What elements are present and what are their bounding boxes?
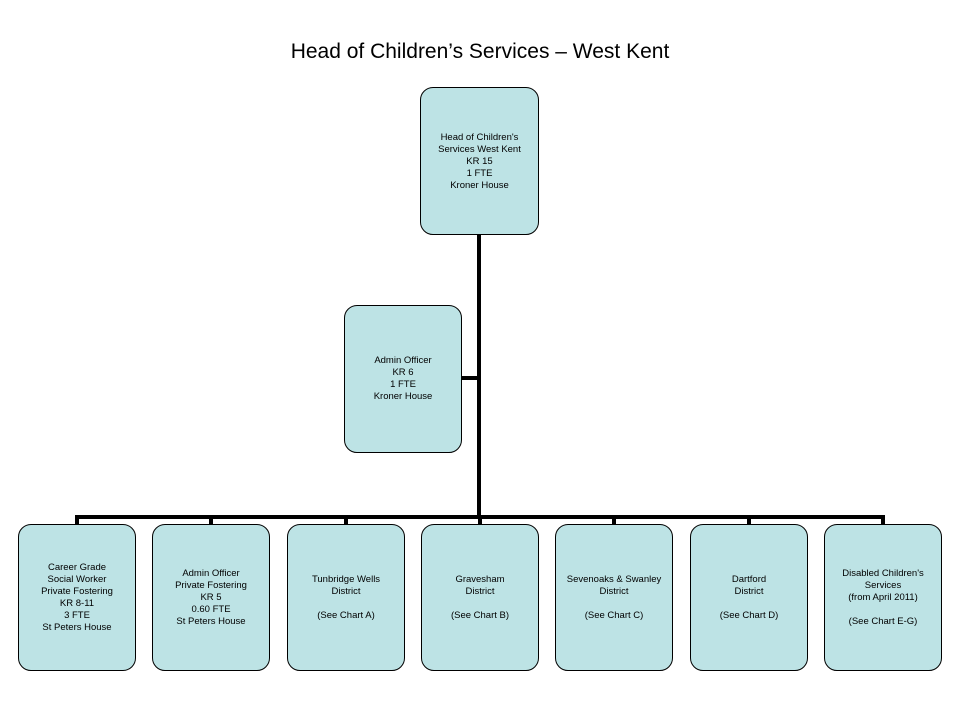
box-text-line: District (734, 585, 764, 597)
box-text-line: (See Chart A) (317, 609, 375, 621)
box-text-line: 3 FTE (64, 609, 90, 621)
page-title: Head of Children’s Services – West Kent (290, 40, 670, 63)
box-text-line: Services (864, 579, 902, 591)
admin-officer-assistant-box: Admin Officer KR 6 1 FTE Kroner House (344, 305, 462, 453)
gravesham-district-box: Gravesham District (See Chart B) (421, 524, 539, 671)
box-text-line: Private Fostering (41, 585, 113, 597)
box-text-line: Kroner House (373, 391, 433, 402)
career-grade-social-worker-box: Career Grade Social Worker Private Foste… (18, 524, 136, 671)
box-text-line: 0.60 FTE (191, 603, 231, 615)
box-text-line: Private Fostering (175, 579, 247, 591)
box-text-line: Admin Officer (182, 567, 240, 579)
box-text-line: KR 6 (392, 367, 414, 378)
box-text-line: District (331, 585, 361, 597)
admin-officer-private-fostering-box: Admin Officer Private Fostering KR 5 0.6… (152, 524, 270, 671)
box-text-line: Social Worker (47, 573, 107, 585)
sevenoaks-swanley-district-box: Sevenoaks & Swanley District (See Chart … (555, 524, 673, 671)
box-text-line: Sevenoaks & Swanley (566, 573, 662, 585)
box-text-line: (See Chart E-G) (848, 615, 918, 627)
disabled-childrens-services-box: Disabled Children's Services (from April… (824, 524, 942, 671)
box-text-line: 1 FTE (466, 168, 493, 179)
box-text-line: (from April 2011) (848, 591, 918, 603)
box-text-line: Career Grade (47, 561, 107, 573)
box-text-line: St Peters House (42, 621, 112, 633)
box-text-line: (See Chart C) (584, 609, 644, 621)
box-text-line: (See Chart B) (450, 609, 510, 621)
box-text-line: (See Chart D) (719, 609, 779, 621)
box-text-line: Services West Kent (438, 144, 521, 155)
box-text-line: KR 5 (200, 591, 222, 603)
head-of-services-box: Head of Children's Services West Kent KR… (420, 87, 539, 235)
box-text-line: 1 FTE (390, 379, 416, 390)
box-text-line: Disabled Children's (842, 567, 924, 579)
box-text-line: Gravesham (455, 573, 505, 585)
box-text-line: Dartford (731, 573, 767, 585)
box-text-line: KR 15 (466, 156, 493, 167)
dartford-district-box: Dartford District (See Chart D) (690, 524, 808, 671)
box-text-line: KR 8-11 (59, 597, 95, 609)
box-text-line: Head of Children's (440, 132, 519, 143)
tunbridge-wells-district-box: Tunbridge Wells District (See Chart A) (287, 524, 405, 671)
box-text-line: Kroner House (450, 180, 509, 191)
box-text-line: Tunbridge Wells (311, 573, 381, 585)
box-text-line: District (465, 585, 495, 597)
box-text-line: Admin Officer (374, 355, 432, 366)
box-text-line: St Peters House (176, 615, 246, 627)
box-text-line: District (599, 585, 629, 597)
